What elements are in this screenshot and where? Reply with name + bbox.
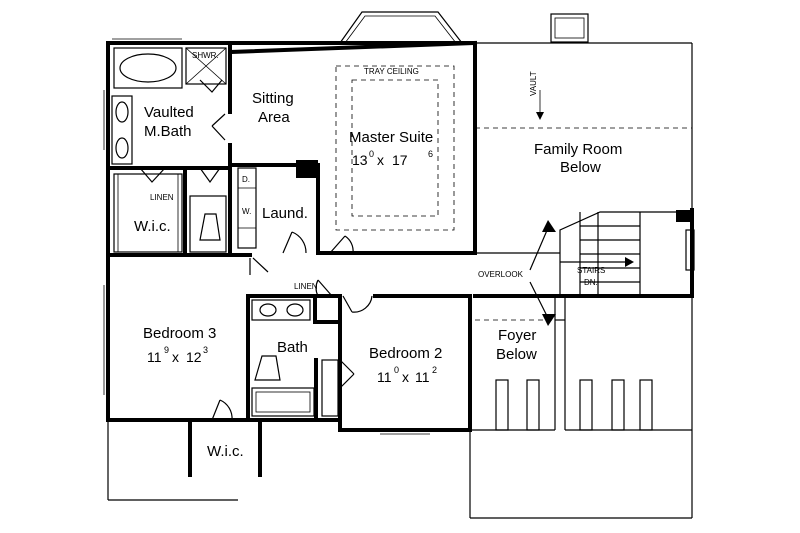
laundry-appliances	[237, 160, 318, 249]
room-labels: SHWR. Vaulted M.Bath Sitting Area TRAY C…	[134, 51, 622, 460]
bay-window	[339, 11, 463, 44]
linen-top-label: LINEN	[150, 193, 174, 202]
tray-ceiling-label: TRAY CEILING	[364, 67, 419, 76]
chimney	[550, 13, 589, 43]
overlook-label: OVERLOOK	[478, 270, 524, 279]
bedroom3-label: Bedroom 3	[143, 325, 216, 342]
windows	[103, 38, 430, 435]
master-suite-dim-x: x	[377, 152, 384, 168]
bath-label: Bath	[277, 339, 308, 356]
vaulted-bath-label-2: M.Bath	[144, 123, 192, 140]
bedroom2-dim-w: 11	[377, 369, 392, 385]
linen-hall-label: LINEN	[294, 282, 318, 291]
family-room-label-1: Family Room	[534, 141, 622, 158]
overlook-arrows	[475, 90, 560, 326]
bedroom3-dim-w-sup: 9	[164, 345, 169, 355]
lower-level-outline	[107, 296, 693, 519]
bedroom3-dim-x: x	[172, 349, 179, 365]
foyer-label-2: Below	[496, 346, 537, 363]
bedroom2-dim-h-sup: 2	[432, 365, 437, 375]
vaulted-bath-label-1: Vaulted	[144, 104, 194, 121]
stairs-label-1: STAIRS	[577, 266, 605, 275]
master-suite-dim-h-sup: 6	[428, 149, 433, 159]
bedroom2-dim-w-sup: 0	[394, 365, 399, 375]
wic-bottom-label: W.i.c.	[207, 443, 244, 460]
stairs-label-2: DN.	[584, 278, 598, 287]
vault-label: VAULT	[529, 71, 538, 96]
bedroom3-dim-h: 12	[186, 349, 202, 365]
bedroom3-dim-h-sup: 3	[203, 345, 208, 355]
dryer-label: D.	[242, 175, 250, 184]
foyer-label-1: Foyer	[498, 327, 536, 344]
shower-label: SHWR.	[192, 51, 219, 60]
interior-walls	[108, 41, 477, 477]
laundry-label: Laund.	[262, 205, 308, 222]
family-room-label-2: Below	[560, 159, 601, 176]
bedroom2-label: Bedroom 2	[369, 345, 442, 362]
washer-label: W.	[242, 207, 251, 216]
bedroom3-dim-w: 11	[147, 349, 162, 365]
master-suite-dim-h: 17	[392, 152, 408, 168]
master-suite-dim-w-sup: 0	[369, 149, 374, 159]
sitting-area-label-2: Area	[258, 109, 290, 126]
sitting-area-label-1: Sitting	[252, 90, 294, 107]
bedroom2-dim-h: 11	[415, 369, 430, 385]
master-suite-dim-w: 13	[352, 152, 368, 168]
wic-top-label: W.i.c.	[134, 218, 171, 235]
exterior-walls	[106, 40, 694, 432]
stairs-graphic	[559, 210, 695, 296]
master-suite-label: Master Suite	[349, 129, 433, 146]
family-room-outline	[475, 42, 693, 210]
tray-ceiling-outline	[335, 65, 455, 231]
bath-fixtures	[111, 47, 339, 417]
bedroom2-dim-x: x	[402, 369, 409, 385]
